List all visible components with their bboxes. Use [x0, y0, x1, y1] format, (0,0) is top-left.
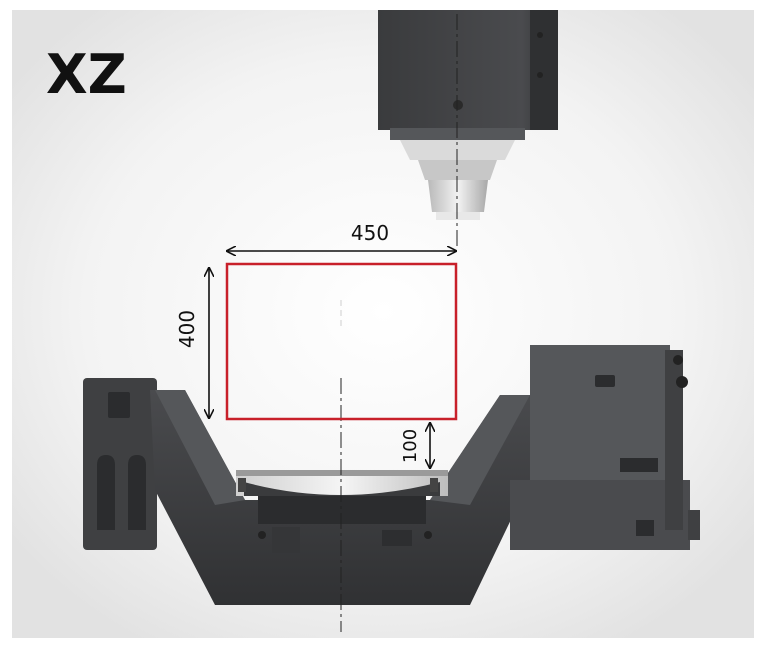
- trunnion-cradle: [150, 390, 530, 605]
- spindle-head: [378, 10, 558, 220]
- view-label: XZ: [46, 43, 127, 106]
- height-dimension-label: 400: [175, 310, 199, 348]
- rotary-table: [236, 470, 448, 524]
- left-support: [83, 378, 157, 550]
- work-envelope-rectangle: [225, 262, 458, 421]
- clearance-dimension-label: 100: [400, 429, 421, 463]
- width-dimension-label: 450: [351, 221, 389, 245]
- right-motor-housing: [510, 345, 700, 550]
